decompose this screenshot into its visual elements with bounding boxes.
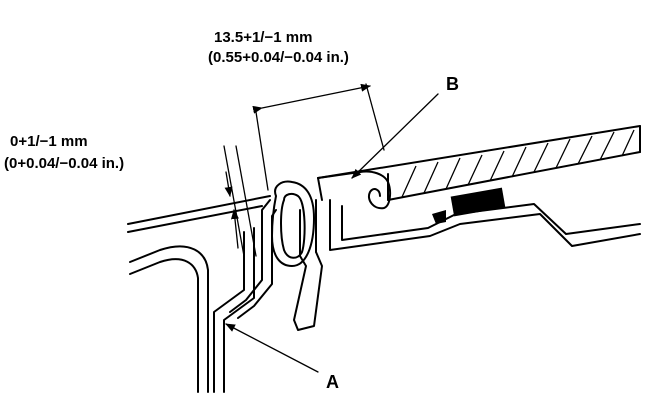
dimension-top (252, 83, 385, 191)
callout-b-label: B (446, 74, 459, 94)
roof-hatching (401, 129, 635, 198)
door-panel (127, 195, 271, 393)
weatherstrip-bulb (229, 180, 315, 319)
roof-panel (317, 125, 641, 201)
molding-clip (317, 170, 392, 210)
leader-lines (225, 93, 439, 373)
dimension-left-line1: 0+1/−1 mm (10, 133, 88, 150)
dimension-left-line2: (0+0.04/−0.04 in.) (4, 155, 124, 172)
callout-a-label: A (326, 372, 339, 392)
dimension-left (223, 145, 257, 257)
dimension-top-line1: 13.5+1/−1 mm (214, 29, 312, 46)
sealer-block (450, 187, 506, 217)
inner-bracket (329, 187, 641, 251)
dimension-top-line2: (0.55+0.04/−0.04 in.) (208, 49, 349, 66)
door-molding (293, 199, 323, 331)
